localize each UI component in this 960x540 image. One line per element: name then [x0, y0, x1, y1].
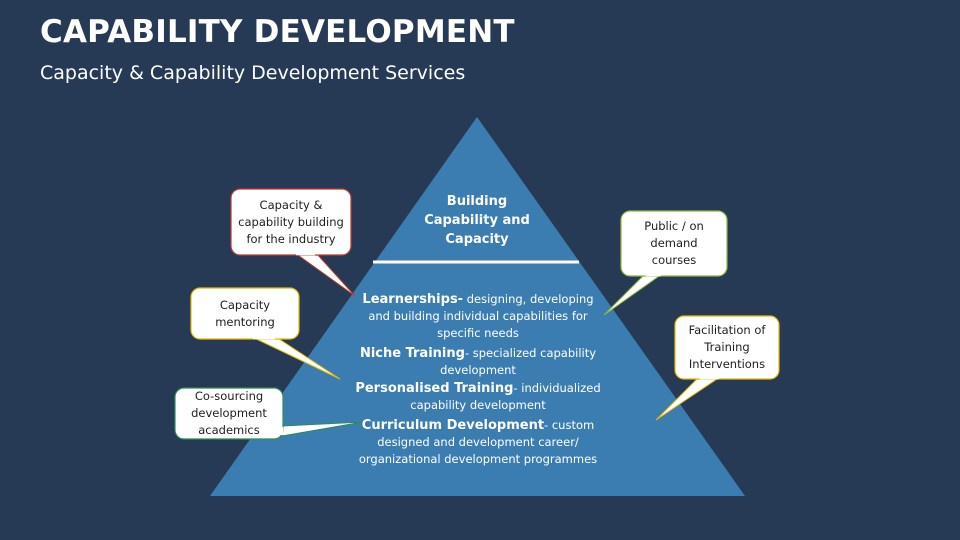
item-description: - individualized capability development	[410, 381, 601, 412]
pyramid-item-niche-training: Niche Training- specialized capability d…	[355, 345, 601, 379]
callout-public-courses: Public / on demand courses	[622, 212, 726, 275]
page-subtitle: Capacity & Capability Development Servic…	[40, 62, 466, 84]
item-label: Niche Training	[359, 346, 465, 361]
pyramid-item-learnerships: Learnerships- designing, developing and …	[350, 291, 606, 342]
item-label: Learnerships-	[362, 292, 464, 307]
callout-industry: Capacity & capability building for the i…	[232, 190, 350, 254]
callout-academics: Co-sourcing development academics	[176, 389, 282, 438]
callout-mentoring: Capacity mentoring	[192, 289, 298, 338]
pyramid-apex-text: Building Capability and Capacity	[424, 194, 530, 247]
item-label: Personalised Training	[355, 381, 514, 396]
callout-pointer-industry	[293, 252, 356, 297]
callout-pointer-public	[603, 273, 664, 316]
item-label: Curriculum Development	[361, 418, 545, 433]
pyramid-item-curriculum-development: Curriculum Development- custom designed …	[345, 417, 611, 468]
pyramid-item-personalised-training: Personalised Training- individualized ca…	[350, 380, 606, 414]
page-title: CAPABILITY DEVELOPMENT	[40, 14, 515, 50]
item-description: - custom designed and development career…	[358, 418, 598, 466]
item-description: designing, developing and building indiv…	[368, 292, 594, 340]
pyramid-shape	[210, 117, 745, 496]
item-description: - specialized capability development	[440, 346, 597, 377]
callout-facilitation: Facilitation of Training Interventions	[676, 317, 778, 378]
